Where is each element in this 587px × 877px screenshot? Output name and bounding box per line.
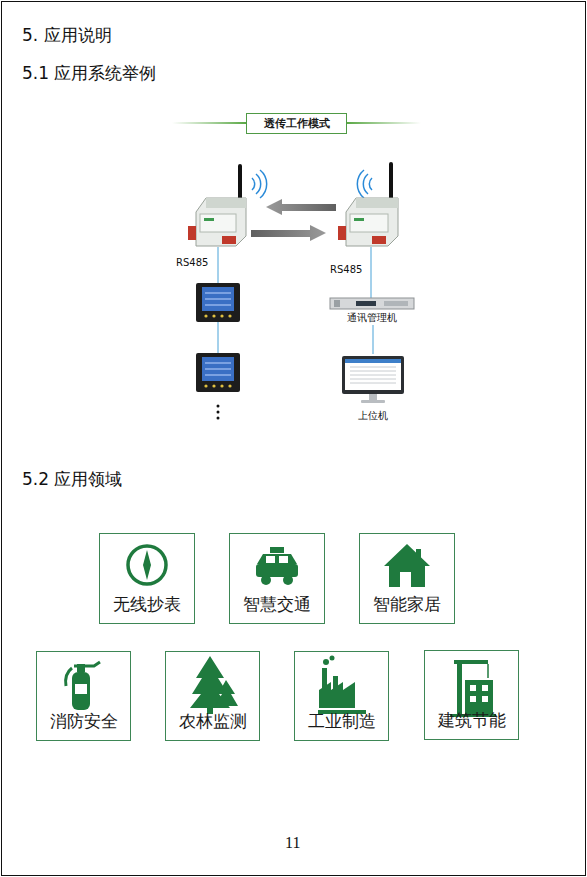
node-text: 智慧交通 xyxy=(243,593,311,616)
application-tile: 智能家居 xyxy=(359,533,455,624)
section-heading: 5.2 应用领域 xyxy=(22,468,122,491)
node-text: 建筑节能 xyxy=(438,709,506,732)
application-tile: 农林监测 xyxy=(165,651,260,741)
connector xyxy=(373,325,374,354)
wireless-module xyxy=(338,164,398,246)
signal-name: RS485 xyxy=(176,257,208,268)
arrow-left xyxy=(266,199,336,215)
arrow-right xyxy=(251,225,326,241)
monitor xyxy=(342,356,404,403)
node-text: 智能家居 xyxy=(373,593,441,616)
page-number: 11 xyxy=(285,834,300,852)
node-text: 农林监测 xyxy=(179,710,247,733)
rs485-wire xyxy=(218,322,219,353)
device-label-box: 通讯管理机 xyxy=(326,296,418,325)
application-tile: 消防安全 xyxy=(36,651,131,741)
application-tile: 无线抄表 xyxy=(99,533,195,624)
node-text: 消防安全 xyxy=(50,710,118,733)
device-label-box: 上位机 xyxy=(338,354,408,423)
section-heading: 5.1 应用系统举例 xyxy=(22,62,156,85)
node-text: 工业制造 xyxy=(308,710,376,733)
node-text: 通讯管理机 xyxy=(345,311,399,325)
rs485-wire xyxy=(371,247,372,298)
mode-banner: 透传工作模式 xyxy=(246,113,347,134)
more-dots xyxy=(217,405,220,420)
rs485-wire xyxy=(218,247,219,283)
banner-line xyxy=(347,122,421,124)
comm-manager xyxy=(330,298,414,309)
banner-line xyxy=(172,122,246,124)
node-text: 无线抄表 xyxy=(113,593,181,616)
application-tile: 建筑节能 xyxy=(424,650,519,740)
page-title: 5. 应用说明 xyxy=(22,24,112,47)
node-text: 透传工作模式 xyxy=(264,116,330,131)
application-tile: 工业制造 xyxy=(294,651,389,741)
application-tile: 智慧交通 xyxy=(229,533,325,624)
signal-name: RS485 xyxy=(330,264,362,275)
power-meter xyxy=(196,353,240,392)
node-text: 上位机 xyxy=(356,409,390,423)
power-meter xyxy=(196,283,240,322)
